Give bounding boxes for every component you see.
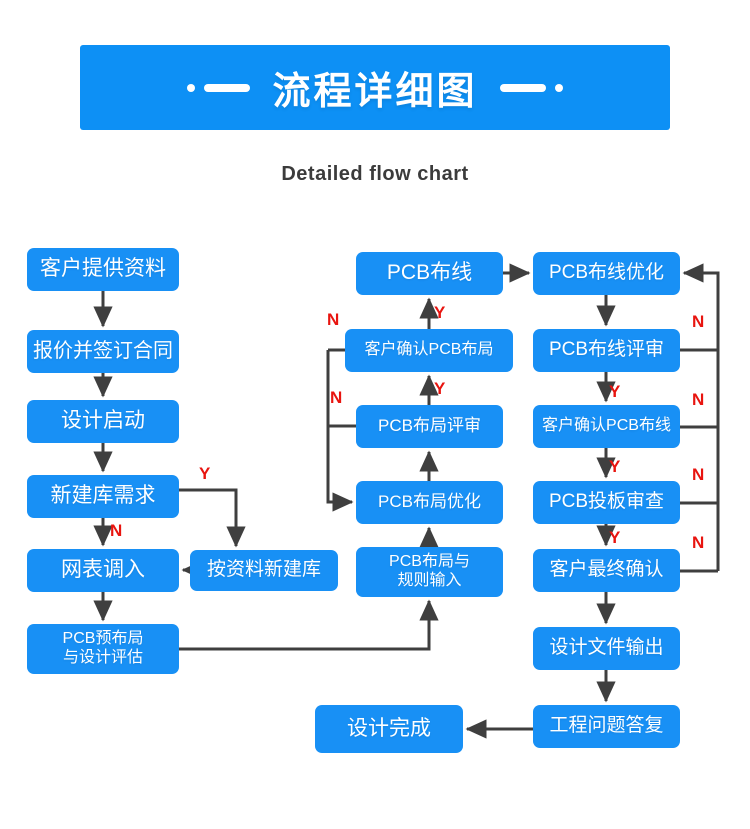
page-title: 流程详细图 <box>272 71 478 113</box>
edge-n4-n7-Y <box>179 488 246 548</box>
node-customer-confirm-pcb-layout[interactable]: 客户确认PCB布局 <box>345 329 513 372</box>
edge-middle-return-trunk <box>326 350 354 512</box>
node-new-library-requirement[interactable]: 新建库需求 <box>27 475 179 518</box>
node-pcb-routing-review[interactable]: PCB布线评审 <box>533 329 680 372</box>
branch-label-y-new-library: Y <box>199 464 211 483</box>
dash-dot-decoration-icon <box>499 83 563 92</box>
branch-label-n-confirm-routing: N <box>692 390 705 409</box>
page-subtitle: Detailed flow chart <box>281 163 469 185</box>
branch-label-y-confirm-routing: Y <box>609 457 621 476</box>
node-pcb-layout-and-rules-input[interactable]: PCB布局与 规则输入 <box>356 547 503 597</box>
node-customer-provides-data[interactable]: 客户提供资料 <box>27 248 179 291</box>
edge-right-return-trunk <box>682 263 720 571</box>
branch-label-y-layout-review: Y <box>434 379 446 398</box>
branch-label-n-final-confirm: N <box>692 533 705 552</box>
branch-label-n-layout-review: N <box>330 388 343 407</box>
node-pcb-layout-review[interactable]: PCB布局评审 <box>356 405 503 448</box>
header-banner: 流程详细图 <box>80 45 670 130</box>
edge-n6-n8 <box>179 599 439 651</box>
node-design-kickoff[interactable]: 设计启动 <box>27 400 179 443</box>
node-pcb-fabrication-review[interactable]: PCB投板审查 <box>533 481 680 524</box>
branch-label-n-new-library: N <box>110 521 123 540</box>
node-design-file-output[interactable]: 设计文件输出 <box>533 627 680 670</box>
node-create-library-from-data[interactable]: 按资料新建库 <box>190 550 338 591</box>
node-design-complete[interactable]: 设计完成 <box>315 705 463 753</box>
node-customer-final-confirmation[interactable]: 客户最终确认 <box>533 549 680 592</box>
branch-label-n-fab-review: N <box>692 465 705 484</box>
node-pcb-routing-optimization[interactable]: PCB布线优化 <box>533 252 680 295</box>
node-quote-and-sign-contract[interactable]: 报价并签订合同 <box>27 330 179 373</box>
node-engineering-qa-response[interactable]: 工程问题答复 <box>533 705 680 748</box>
branch-label-y-confirm-layout: Y <box>434 303 446 322</box>
node-pcb-pre-layout-evaluation[interactable]: PCB预布局 与设计评估 <box>27 624 179 674</box>
node-netlist-import[interactable]: 网表调入 <box>27 549 179 592</box>
branch-label-n-routing-review: N <box>692 312 705 331</box>
node-customer-confirm-pcb-routing[interactable]: 客户确认PCB布线 <box>533 405 680 448</box>
branch-label-n-confirm-layout: N <box>327 310 340 329</box>
node-pcb-layout-optimization[interactable]: PCB布局优化 <box>356 481 503 524</box>
dot-dash-decoration-icon <box>187 83 251 92</box>
branch-label-y-routing-review: Y <box>609 382 621 401</box>
branch-label-y-fab-review: Y <box>609 528 621 547</box>
node-pcb-routing[interactable]: PCB布线 <box>356 252 503 295</box>
